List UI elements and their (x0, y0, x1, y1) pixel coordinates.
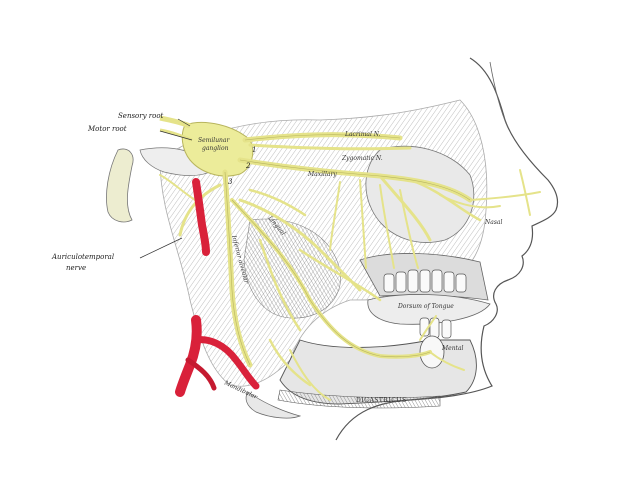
label-lacrimal: Lacrimal N. (344, 131, 381, 138)
label-dorsum-of-tongue: Dorsum of Tongue (397, 303, 454, 310)
nose-outline (489, 61, 509, 129)
division-number-2: 2 (245, 162, 251, 170)
carotid-branch (185, 357, 217, 391)
tongue (367, 294, 491, 325)
label-ganglion: ganglion (202, 145, 229, 152)
maxillary-artery (192, 336, 260, 390)
nerve-outlines (224, 134, 471, 366)
division-number-1: 1 (252, 146, 256, 154)
label-nasal: Nasal (484, 219, 502, 226)
ear-canal (106, 148, 134, 223)
label-semilunar: Semilunar (198, 137, 230, 144)
external-carotid-artery (175, 315, 202, 397)
label-sensory-root: Sensory root (118, 112, 164, 120)
upper-teeth (383, 269, 467, 293)
label-auriculotemporal-nerve: nerve (66, 264, 86, 272)
sensory-root (159, 115, 191, 129)
face-profile-outline (335, 57, 559, 441)
orbit (365, 145, 475, 243)
label-auriculotemporal: Auriculotemporal (51, 253, 114, 261)
label-motor-root: Motor root (87, 125, 127, 133)
label-mental: Mental (441, 345, 464, 352)
digastric-muscle (277, 389, 441, 409)
label-digastricus: DIGASTRICUS (356, 397, 407, 404)
lower-teeth (419, 317, 452, 339)
hyoid-region (245, 391, 302, 419)
label-maxillary: Maxillary (307, 171, 337, 178)
label-zygomatic: Zygomatic N. (341, 155, 383, 162)
leader-lines (139, 118, 193, 259)
middle-meningeal-artery (192, 178, 210, 256)
division-number-3: 3 (228, 178, 233, 186)
semilunar-ganglion (181, 121, 254, 177)
